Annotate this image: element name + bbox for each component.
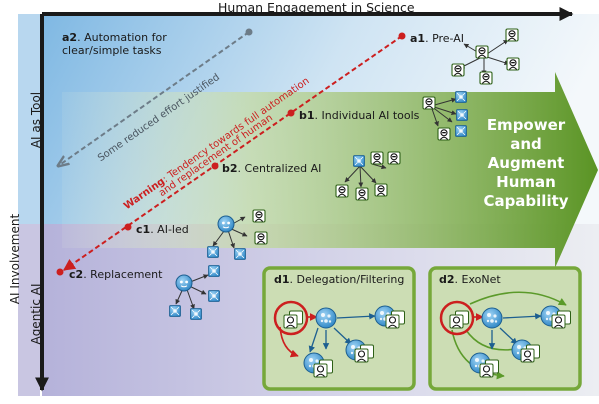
a2-marker (245, 28, 253, 36)
d1-text: . Delegation/Filtering (289, 273, 405, 286)
a2-text-line2: clear/simple tasks (62, 44, 162, 57)
b1-id: b1 (299, 109, 315, 122)
empower-text: Empower and Augment Human Capability (466, 116, 586, 211)
d2-panel (428, 266, 582, 391)
d1-title: d1. Delegation/Filtering (274, 273, 404, 286)
human-icon (506, 57, 520, 71)
human-icon (505, 28, 519, 42)
a1-id: a1 (410, 32, 426, 45)
c2-id: c2 (69, 268, 84, 281)
human-icon (387, 151, 401, 165)
human-icon (355, 187, 369, 201)
c1-text: . AI-led (150, 223, 189, 236)
c1-id: c1 (136, 223, 151, 236)
a2-text: . Automation for (77, 31, 167, 44)
ai-icon (217, 215, 235, 233)
human-icon (422, 96, 436, 110)
empower-line-2: and (510, 135, 542, 153)
band-tool-label: AI as Tool (29, 91, 43, 149)
a2-id: a2 (62, 31, 78, 44)
band-tool-strip (18, 14, 40, 224)
ai-icon (481, 307, 503, 329)
human-icon (254, 231, 268, 245)
b2-text: . Centralized AI (237, 162, 322, 175)
ai-icon (234, 248, 246, 260)
c2-cluster (169, 265, 220, 320)
ai-icon (315, 307, 337, 329)
ai-icon (175, 274, 193, 292)
empower-arrow (62, 72, 598, 268)
d2-id: d2 (439, 273, 455, 286)
a1-marker (398, 32, 406, 40)
y-axis-label: AI Involvement (8, 213, 22, 305)
ai-icon (190, 308, 202, 320)
b2-id: b2 (222, 162, 238, 175)
human-icon (451, 63, 465, 77)
c1-marker (124, 223, 132, 231)
c2-marker (56, 268, 64, 276)
b1-marker (287, 109, 295, 117)
grey-dashed-arrow (58, 31, 250, 166)
b1-cluster (422, 91, 468, 141)
human-icon (252, 209, 266, 223)
d1-panel (262, 266, 416, 391)
empower-line-5: Capability (483, 192, 569, 210)
ai-icon (353, 155, 365, 167)
empower-line-3: Augment (487, 154, 565, 172)
ai-icon (169, 305, 181, 317)
b1-label: b1. Individual AI tools (299, 109, 419, 122)
human-icon (335, 184, 349, 198)
empower-line-1: Empower (486, 116, 566, 134)
ai-icon (208, 290, 220, 302)
c1-label: c1. AI-led (136, 223, 189, 236)
c2-text: . Replacement (83, 268, 163, 281)
b2-label: b2. Centralized AI (222, 162, 321, 175)
human-icon (437, 127, 451, 141)
band-agentic-strip (18, 224, 40, 396)
human-icon (479, 71, 493, 85)
d1-id: d1 (274, 273, 290, 286)
human-icon (370, 151, 384, 165)
ai-icon (455, 91, 467, 103)
ai-icon (455, 125, 467, 137)
band-agentic-label: Agentic AI (29, 283, 43, 345)
b2-marker (211, 162, 219, 170)
ai-icon (207, 246, 219, 258)
human-icon (374, 183, 388, 197)
a1-label: a1. Pre-AI (410, 32, 464, 45)
c1-cluster (207, 209, 268, 260)
b2-cluster (335, 151, 401, 201)
c2-label: c2. Replacement (69, 268, 162, 281)
warning-dashed-arrow (63, 35, 403, 271)
d2-title: d2. ExoNet (439, 273, 501, 286)
a1-cluster (451, 28, 520, 85)
x-axis-label: Human Engagement in Science (218, 0, 415, 15)
human-icon (475, 45, 489, 59)
d2-text: . ExoNet (454, 273, 501, 286)
empower-line-4: Human (496, 173, 556, 191)
b1-text: . Individual AI tools (314, 109, 420, 122)
a1-text: . Pre-AI (425, 32, 465, 45)
ai-icon (208, 265, 220, 277)
a2-label: a2. Automation for clear/simple tasks (62, 31, 167, 57)
